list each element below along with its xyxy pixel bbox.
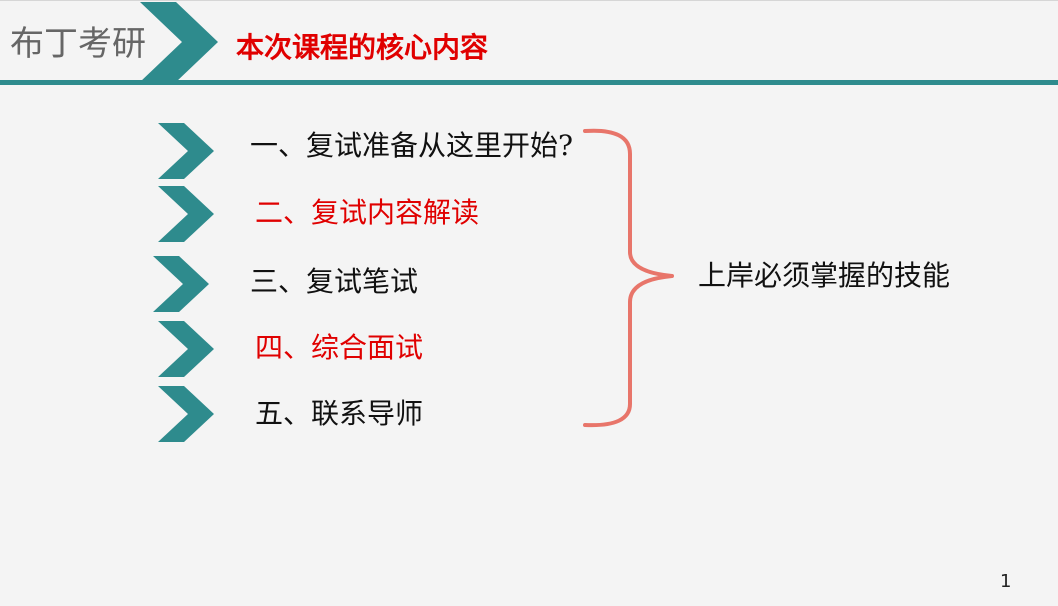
list-item-5: 五、联系导师 xyxy=(255,397,424,430)
header-chevron-icon xyxy=(140,2,218,82)
top-border xyxy=(0,0,1058,1)
chevron-icon xyxy=(158,321,214,377)
chevron-icon xyxy=(158,186,214,242)
list-item-2: 二、复试内容解读 xyxy=(255,196,480,229)
right-brace-icon xyxy=(583,128,674,428)
chevron-icon xyxy=(158,386,214,442)
brace-summary-label: 上岸必须掌握的技能 xyxy=(698,259,951,292)
header-divider xyxy=(0,80,1058,85)
brand-name: 布丁考研 xyxy=(10,24,146,64)
slide-header: 布丁考研 本次课程的核心内容 xyxy=(0,0,1058,82)
chevron-icon xyxy=(158,123,214,179)
list-item-3: 三、复试笔试 xyxy=(250,265,419,298)
chevron-icon xyxy=(153,256,209,312)
page-number: 1 xyxy=(1000,571,1012,592)
list-item-1: 一、复试准备从这里开始? xyxy=(250,129,574,162)
list-item-4: 四、综合面试 xyxy=(255,331,424,364)
slide-title: 本次课程的核心内容 xyxy=(236,31,489,64)
